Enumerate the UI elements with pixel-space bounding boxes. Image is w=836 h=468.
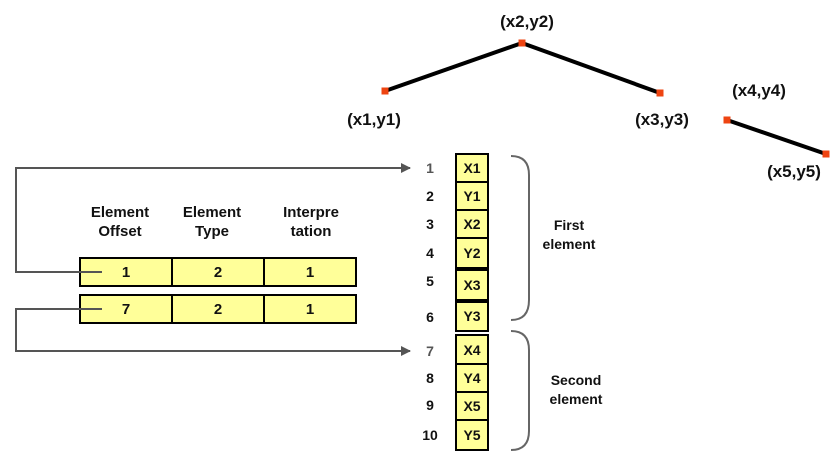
first-element-brace — [510, 155, 530, 321]
table-row-2-type: 2 — [214, 301, 222, 318]
point-label-4: (x4,y4) — [732, 81, 786, 100]
coord-index-3: 3 — [426, 216, 434, 232]
first-element-label-line2: element — [543, 236, 596, 252]
coord-index-9: 9 — [426, 397, 434, 413]
segment-1-2 — [384, 41, 523, 93]
coord-cell-6 — [455, 301, 489, 332]
header-interpretation-line1: Interpre — [283, 204, 339, 221]
header-element-offset-line1: Element — [91, 204, 149, 221]
point-label-3: (x3,y3) — [635, 110, 689, 129]
offset-7-arrow — [15, 308, 411, 356]
coord-value-8: Y4 — [463, 370, 480, 386]
coord-value-3: X2 — [463, 216, 480, 232]
header-element-type-line1: Element — [183, 204, 241, 221]
coord-cell-8 — [455, 363, 489, 393]
point-label-5: (x5,y5) — [767, 162, 821, 181]
coord-cell-10 — [455, 419, 489, 451]
coord-value-10: Y5 — [463, 427, 480, 443]
coord-index-4: 4 — [426, 245, 434, 261]
header-interpretation-line2: tation — [291, 223, 332, 240]
vertex-3 — [656, 89, 664, 97]
coord-cell-4 — [455, 237, 489, 269]
table-row-2-offset: 7 — [122, 301, 130, 318]
second-element-brace — [510, 330, 530, 451]
second-element-label-line2: element — [550, 391, 603, 407]
coord-cell-9 — [455, 391, 489, 421]
table-row-2-type-cell — [171, 294, 265, 324]
coord-value-5: X3 — [463, 277, 480, 293]
header-element-offset-line2: Offset — [98, 223, 141, 240]
coord-cell-5 — [455, 269, 489, 301]
table-row-1-type-cell — [171, 257, 265, 287]
vertex-4 — [723, 116, 731, 124]
second-element-label-line1: Second — [551, 372, 602, 388]
coord-value-9: X5 — [463, 398, 480, 414]
point-label-1: (x1,y1) — [347, 110, 401, 129]
coord-index-10: 10 — [422, 427, 438, 443]
coord-index-7: 7 — [426, 343, 434, 359]
vertex-5 — [822, 150, 830, 158]
header-element-type-line2: Type — [195, 223, 229, 240]
vertex-2 — [518, 39, 526, 47]
table-row-2-interp: 1 — [306, 301, 314, 318]
table-row-1-type: 2 — [214, 264, 222, 281]
coord-index-2: 2 — [426, 188, 434, 204]
coord-index-1: 1 — [426, 160, 434, 176]
point-label-2: (x2,y2) — [500, 12, 554, 31]
coord-index-8: 8 — [426, 370, 434, 386]
coord-value-7: X4 — [463, 342, 480, 358]
coord-value-4: Y2 — [463, 245, 480, 261]
coord-value-2: Y1 — [463, 188, 480, 204]
segment-4-5 — [726, 118, 827, 156]
segment-2-3 — [521, 41, 661, 95]
table-row-1-interp: 1 — [306, 264, 314, 281]
table-row-2-interp-cell — [263, 294, 357, 324]
table-row-1-offset: 1 — [122, 264, 130, 281]
coord-index-5: 5 — [426, 273, 434, 289]
table-row-1-interp-cell — [263, 257, 357, 287]
coord-value-1: X1 — [463, 160, 480, 176]
offset-1-arrow — [15, 163, 411, 273]
coord-index-6: 6 — [426, 309, 434, 325]
coord-value-6: Y3 — [463, 308, 480, 324]
vertex-1 — [381, 87, 389, 95]
first-element-label-line1: First — [554, 217, 585, 233]
